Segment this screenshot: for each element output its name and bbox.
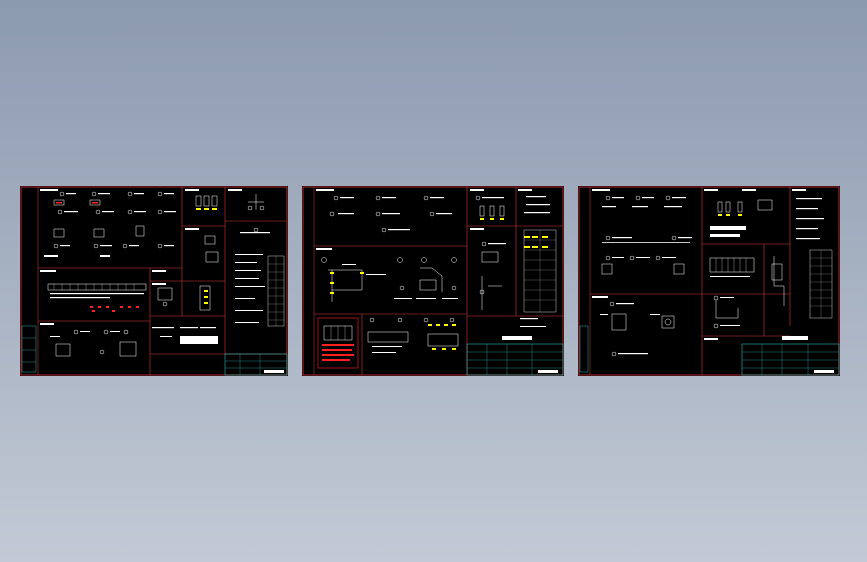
sheet-2-drawing <box>302 186 564 376</box>
drawing-sheet-2[interactable] <box>302 186 564 376</box>
sheet-1-drawing <box>20 186 288 376</box>
drawing-sheet-3[interactable] <box>578 186 840 376</box>
drawing-sheet-1[interactable] <box>20 186 288 376</box>
sheet-3-drawing <box>578 186 840 376</box>
